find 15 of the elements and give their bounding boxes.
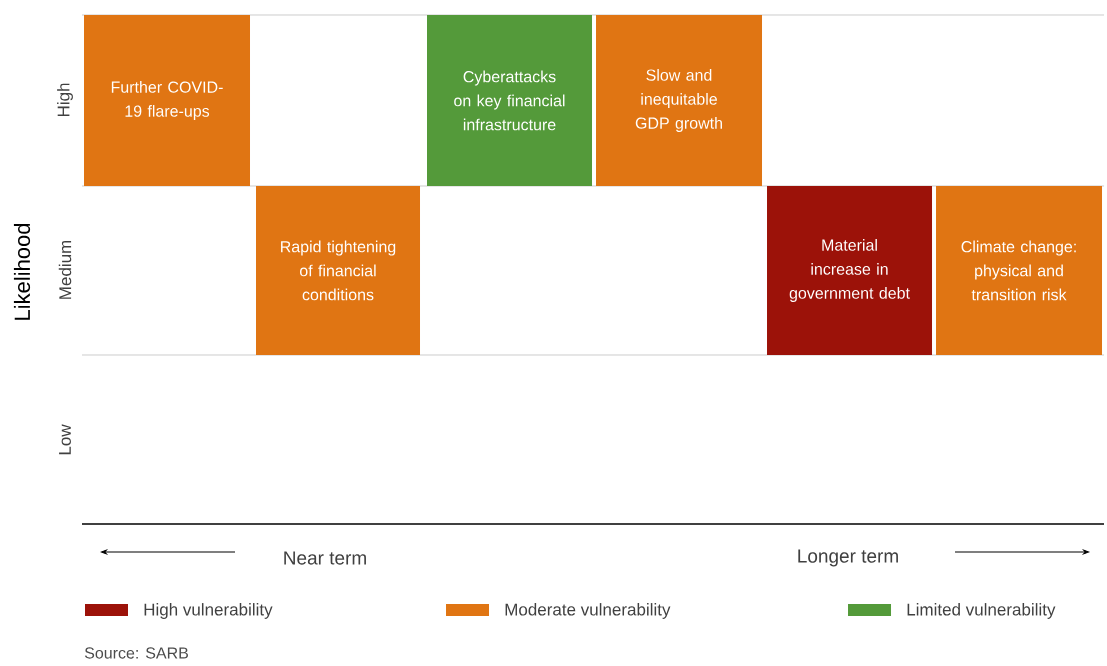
risk-box: Rapid tightening of financial conditions	[256, 186, 420, 355]
legend-label: High vulnerability	[144, 603, 273, 619]
axis-label: Longer term	[798, 549, 898, 567]
axis-tick-label: Low	[59, 424, 71, 455]
risk-box: Slow and inequitable GDP growth	[596, 15, 762, 186]
risk-box: Further COVID-19 flare-ups	[84, 15, 250, 186]
risk-box: Climate change: physical and transition risk	[936, 186, 1102, 355]
risk-box: Material increase in government debt	[767, 186, 932, 355]
source-note: Source: SARB	[84, 647, 188, 659]
axis-tick-label: Medium	[58, 240, 72, 299]
risk-box: Cyberattacks on key financial infrastructure	[427, 15, 592, 186]
legend-label: Limited vulnerability	[907, 603, 1056, 619]
axis-title: Likelihood	[13, 223, 31, 320]
axis-label: Near term	[284, 551, 366, 565]
legend-label: Moderate vulnerability	[505, 603, 671, 619]
